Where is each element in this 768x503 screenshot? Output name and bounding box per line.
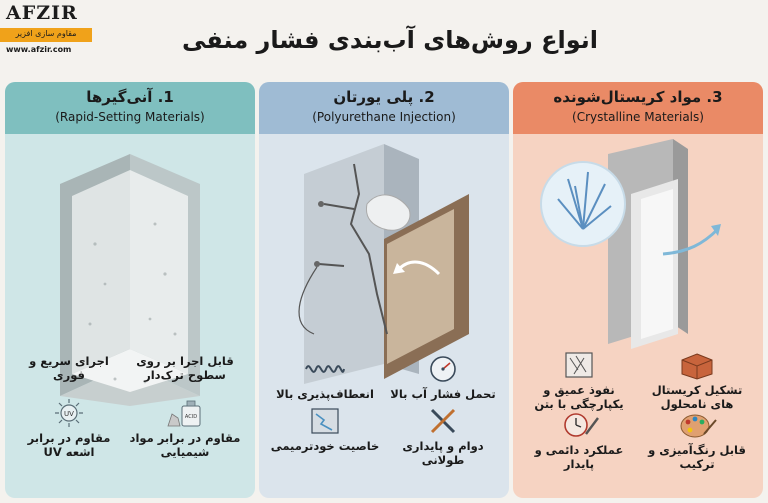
panel-crystalline: 3. مواد کریستال‌شونده (Crystalline Mater…	[513, 82, 763, 498]
feature-self-healing: خاصیت خودترمیمی	[269, 406, 381, 453]
self-healing-crack-icon	[311, 408, 339, 434]
panel-header: 2. پلی یورتان (Polyurethane Injection)	[259, 82, 509, 134]
feature-label: اجرای سریع و فوری	[29, 354, 109, 382]
feature-chemical-resistance: ACID مقاوم در برابر مواد شیمیایی	[129, 398, 241, 459]
feature-uv-resistance: UV مقاوم در برابر اشعه UV	[13, 398, 125, 459]
panel-title-en: (Polyurethane Injection)	[312, 110, 456, 124]
tools-icon	[430, 408, 456, 434]
feature-high-pressure: تحمل فشار آب بالا	[387, 354, 499, 401]
feature-insoluble-crystals: تشکیل کریستال های نامحلول	[641, 350, 753, 411]
box-icon	[681, 353, 713, 380]
pressure-gauge-icon	[430, 356, 456, 382]
clock-wrench-icon	[564, 413, 599, 437]
panel-title-en: (Crystalline Materials)	[572, 110, 704, 124]
panel-title-fa: 3. مواد کریستال‌شونده	[553, 88, 723, 106]
feature-label: تحمل فشار آب بالا	[390, 387, 496, 401]
afzir-logo: AFZIR مقاوم سازی افزیر www.afzir.com	[0, 0, 98, 58]
acid-label: ACID	[185, 414, 197, 420]
uv-label: UV	[64, 410, 74, 418]
logo-url: www.afzir.com	[6, 45, 72, 54]
feature-label: دوام و پایداری طولانی	[402, 439, 484, 467]
chemical-bottle-icon: ACID	[167, 400, 201, 427]
feature-label: قابل اجرا بر روی سطوح ترک‌دار	[136, 354, 234, 382]
panel-rapid-setting: 1. آنی‌گیرها (Rapid-Setting Materials) ق…	[5, 82, 255, 498]
panel-title-fa: 2. پلی یورتان	[333, 88, 435, 106]
feature-deep-penetration: نفوذ عمیق و یکپارچگی با بتن	[523, 350, 635, 411]
logo-tagline: مقاوم سازی افزیر	[15, 29, 77, 38]
panel-title-en: (Rapid-Setting Materials)	[55, 110, 205, 124]
feature-label: عملکرد دائمی و پایدار	[534, 443, 624, 471]
page-title: انواع روش‌های آب‌بندی فشار منفی	[181, 26, 598, 54]
panel-header: 3. مواد کریستال‌شونده (Crystalline Mater…	[513, 82, 763, 134]
logo-brand: AFZIR	[6, 2, 78, 24]
feature-durability: دوام و پایداری طولانی	[387, 406, 499, 467]
uv-sun-icon: UV	[55, 399, 83, 427]
crystal-illustration	[540, 139, 721, 349]
feature-label: انعطاف‌پذیری بالا	[276, 387, 374, 401]
panel-header: 1. آنی‌گیرها (Rapid-Setting Materials)	[5, 82, 255, 134]
wall-corner-illustration	[60, 154, 200, 406]
crystal-penetration-icon	[565, 352, 593, 378]
feature-flexibility: انعطاف‌پذیری بالا	[269, 354, 381, 401]
injection-illustration	[298, 144, 469, 384]
feature-label: مقاوم در برابر مواد شیمیایی	[129, 431, 241, 459]
feature-cracked-surface: قابل اجرا بر روی سطوح ترک‌دار	[129, 354, 241, 382]
feature-label: تشکیل کریستال های نامحلول	[651, 383, 743, 411]
feature-label: قابل رنگ‌آمیزی و ترکیب	[648, 443, 746, 471]
feature-label: نفوذ عمیق و یکپارچگی با بتن	[534, 383, 624, 411]
panel-title-fa: 1. آنی‌گیرها	[86, 88, 174, 106]
paint-palette-icon	[680, 414, 717, 438]
feature-permanent: عملکرد دائمی و پایدار	[523, 410, 635, 471]
feature-paintable: قابل رنگ‌آمیزی و ترکیب	[641, 410, 753, 471]
panel-polyurethane: 2. پلی یورتان (Polyurethane Injection) ت…	[259, 82, 509, 498]
logo-bar	[0, 28, 92, 42]
spring-coil-icon	[305, 365, 345, 373]
feature-label: خاصیت خودترمیمی	[270, 439, 380, 453]
feature-label: مقاوم در برابر اشعه UV	[27, 431, 111, 459]
feature-fast-apply: اجرای سریع و فوری	[13, 354, 125, 382]
